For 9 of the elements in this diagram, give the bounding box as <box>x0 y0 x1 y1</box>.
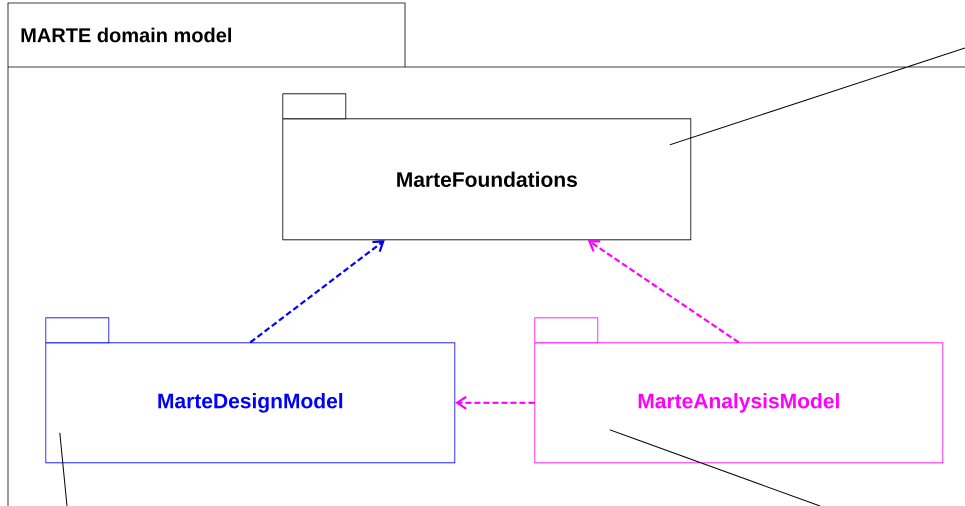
leader-line <box>609 429 820 506</box>
leader-line <box>59 432 68 506</box>
package: MarteAnalysisModel <box>534 317 944 464</box>
package: MarteFoundations <box>282 93 692 240</box>
arrow <box>588 240 740 344</box>
arrow <box>455 396 534 410</box>
arrow <box>250 240 385 344</box>
leader-line <box>669 48 965 146</box>
package: MarteDesignModel <box>45 317 456 464</box>
